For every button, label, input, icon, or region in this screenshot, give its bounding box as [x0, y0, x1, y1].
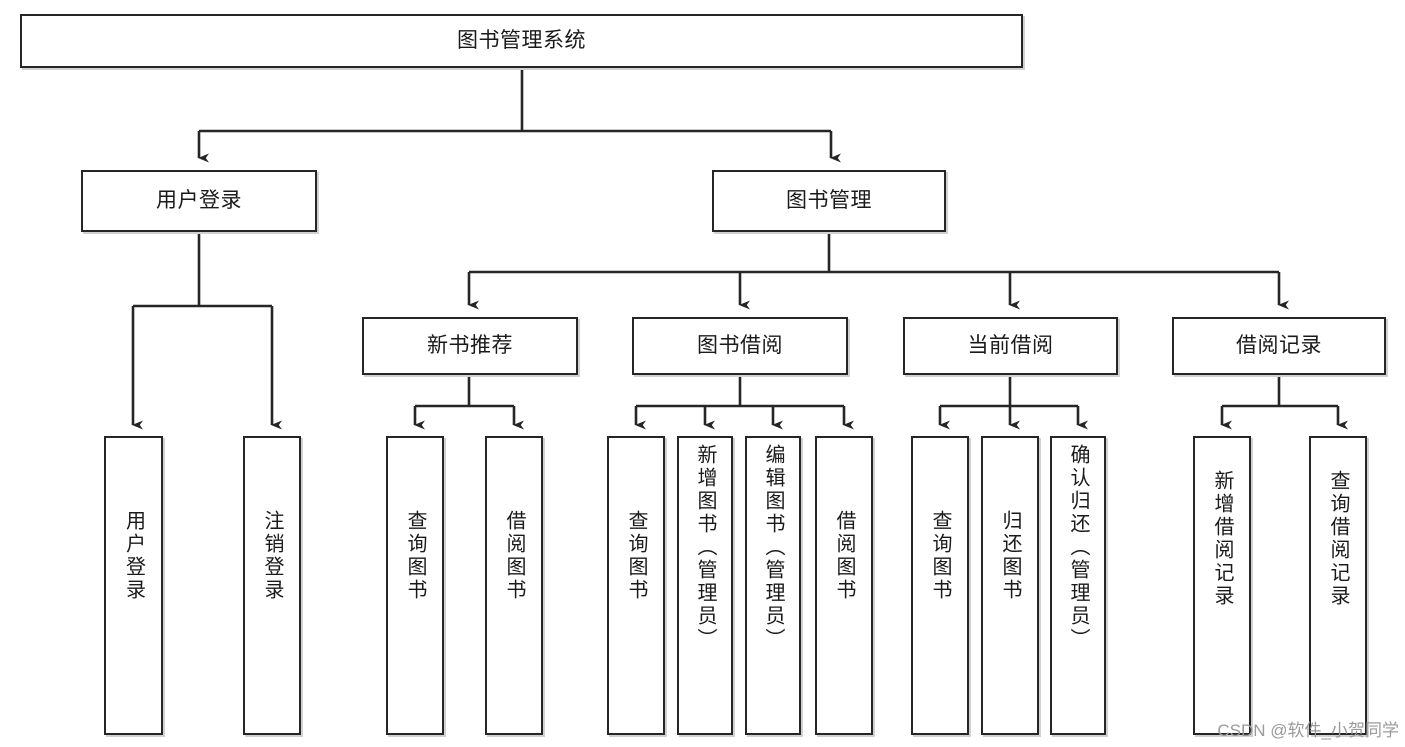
leaf-query-record-label: 查询借阅记录 — [1327, 470, 1349, 608]
leaf-return-book-label: 归还图书 — [999, 510, 1021, 602]
node-user-login-label: 用户登录 — [156, 188, 242, 212]
node-book-borrow-label: 图书借阅 — [697, 333, 783, 357]
leaf-query-book-2[interactable]: 查询图书 — [607, 436, 665, 735]
leaf-logout-login-label: 注销登录 — [261, 510, 283, 602]
node-current-borrow[interactable]: 当前借阅 — [903, 317, 1118, 375]
node-root-label: 图书管理系统 — [457, 28, 586, 52]
leaf-add-record[interactable]: 新增借阅记录 — [1193, 436, 1251, 735]
leaf-edit-book[interactable]: 编辑图书（管理员） — [745, 436, 801, 735]
leaf-add-book[interactable]: 新增图书（管理员） — [677, 436, 733, 735]
leaf-query-record[interactable]: 查询借阅记录 — [1309, 436, 1367, 735]
leaf-borrow-book-1-label: 借阅图书 — [503, 510, 525, 602]
node-new-book-recommend[interactable]: 新书推荐 — [362, 317, 578, 375]
leaf-query-book-2-label: 查询图书 — [625, 510, 647, 602]
node-user-login[interactable]: 用户登录 — [81, 170, 317, 232]
leaf-user-login-label: 用户登录 — [122, 510, 145, 602]
node-current-borrow-label: 当前借阅 — [967, 333, 1054, 357]
leaf-return-book[interactable]: 归还图书 — [981, 436, 1039, 735]
leaf-confirm-return[interactable]: 确认归还（管理员） — [1050, 436, 1106, 735]
leaf-confirm-return-label: 确认归还（管理员） — [1067, 444, 1089, 651]
leaf-borrow-book-2-label: 借阅图书 — [833, 510, 855, 602]
node-borrow-record-label: 借阅记录 — [1236, 333, 1322, 357]
node-book-borrow[interactable]: 图书借阅 — [632, 317, 848, 375]
leaf-logout-login[interactable]: 注销登录 — [243, 436, 301, 735]
leaf-edit-book-label: 编辑图书（管理员） — [762, 444, 784, 651]
leaf-query-book-3[interactable]: 查询图书 — [911, 436, 969, 735]
leaf-borrow-book-2[interactable]: 借阅图书 — [815, 436, 873, 735]
leaf-borrow-book-1[interactable]: 借阅图书 — [485, 436, 543, 735]
node-borrow-record[interactable]: 借阅记录 — [1172, 317, 1386, 375]
leaf-query-book-1-label: 查询图书 — [404, 510, 426, 602]
node-book-manage[interactable]: 图书管理 — [712, 170, 946, 232]
leaf-add-book-label: 新增图书（管理员） — [694, 444, 716, 651]
node-book-manage-label: 图书管理 — [786, 188, 872, 212]
leaf-user-login[interactable]: 用户登录 — [104, 436, 163, 735]
leaf-add-record-label: 新增借阅记录 — [1211, 470, 1233, 608]
leaf-query-book-3-label: 查询图书 — [929, 510, 951, 602]
node-root[interactable]: 图书管理系统 — [20, 14, 1023, 68]
leaf-query-book-1[interactable]: 查询图书 — [386, 436, 444, 735]
node-new-book-recommend-label: 新书推荐 — [427, 333, 513, 357]
